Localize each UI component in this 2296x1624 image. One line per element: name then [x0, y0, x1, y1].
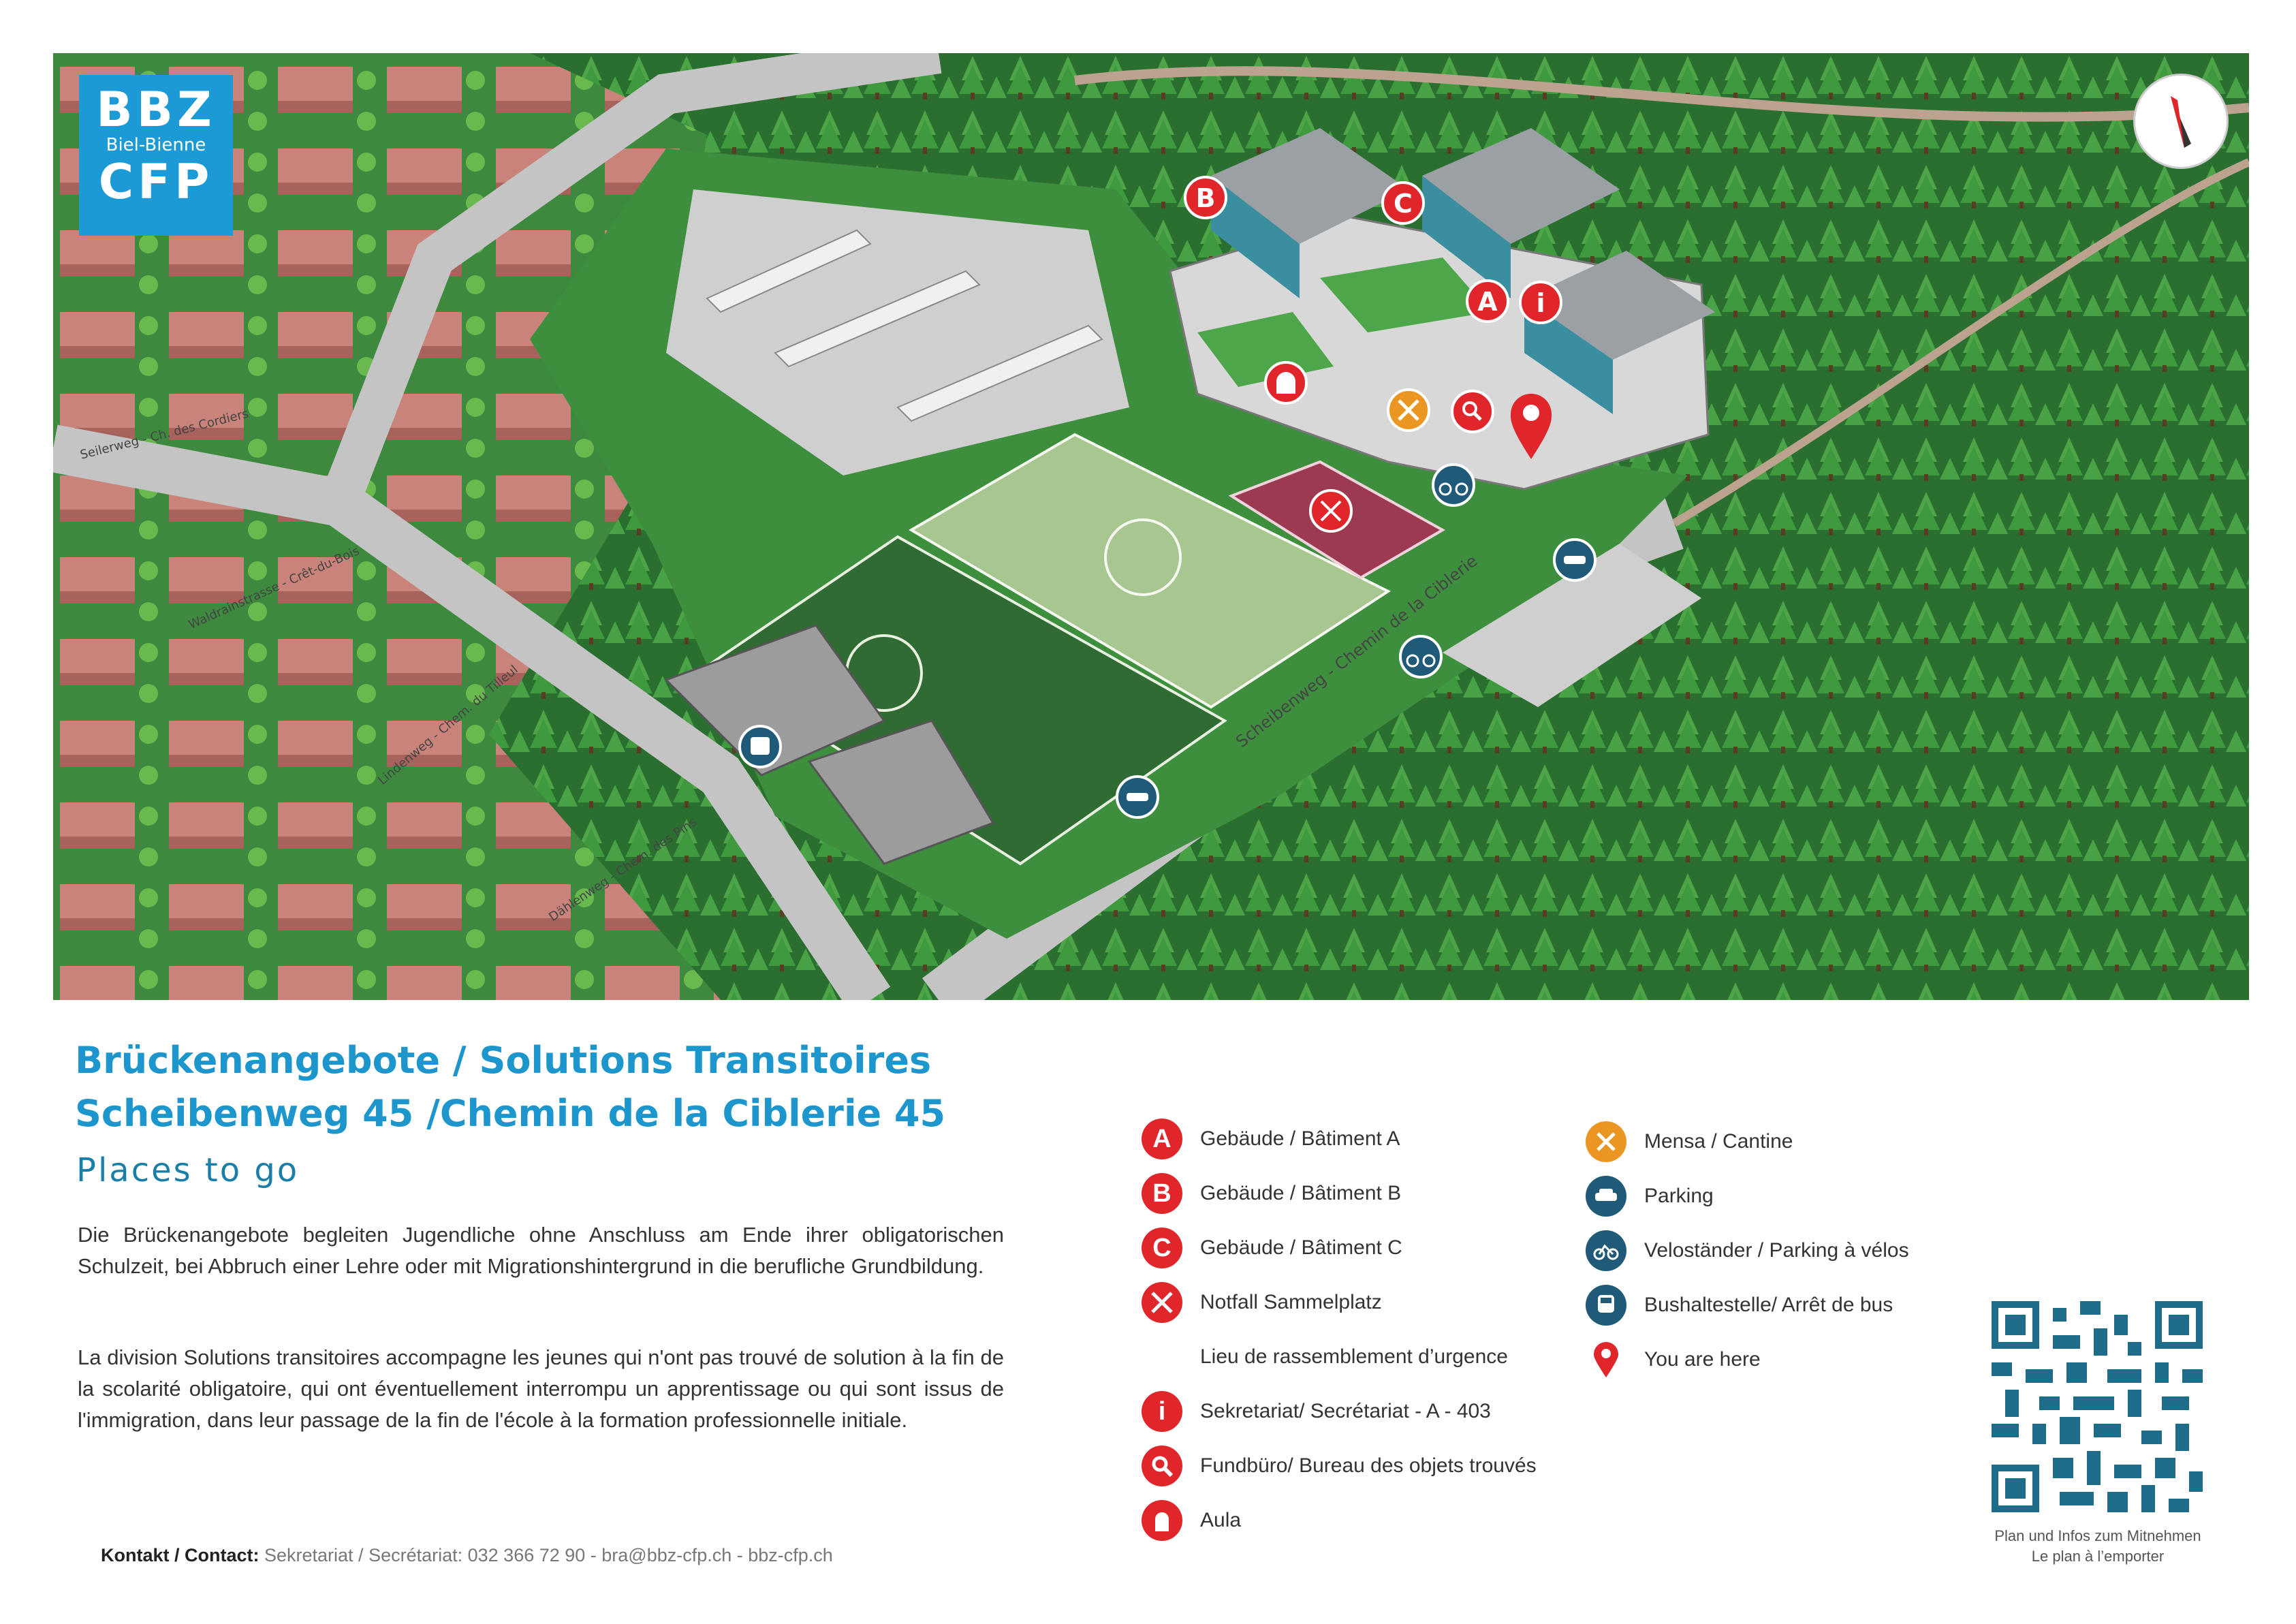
legend-item-assembly-point: Notfall Sammelplatz — [1142, 1281, 1382, 1324]
contact-label: Kontakt / Contact: — [101, 1545, 260, 1565]
legend-label: Lieu de rassemblement d’urgence — [1200, 1345, 1508, 1368]
aula-icon — [1142, 1500, 1182, 1541]
page-title: Brückenangebote / Solutions Transitoires… — [75, 1034, 945, 1140]
description-german: Die Brückenangebote begleiten Jugendlich… — [78, 1223, 1004, 1278]
qr-caption-line-1: Plan und Infos zum Mitnehmen — [1994, 1527, 2201, 1544]
marker-cutlery-icon[interactable] — [1387, 388, 1430, 432]
legend-label: Veloständer / Parking à vélos — [1644, 1239, 1909, 1262]
title-line-2: Scheibenweg 45 /Chemin de la Ciblerie 45 — [75, 1092, 946, 1135]
contact-details: Sekretariat / Secrétariat: 032 366 72 90… — [259, 1545, 833, 1565]
logo-line-1: BBZ — [96, 82, 216, 138]
marker-bicycle-icon[interactable] — [1399, 635, 1443, 678]
location-pin-icon — [1586, 1339, 1626, 1380]
legend-item-bicycle-parking: Veloständer / Parking à vélos — [1586, 1229, 1909, 1272]
legend-label: Sekretariat/ Secrétariat - A - 403 — [1200, 1400, 1491, 1422]
search-icon — [1142, 1446, 1182, 1486]
legend-item-aula: Aula — [1142, 1499, 1241, 1542]
building-b-icon: B — [1142, 1173, 1182, 1214]
marker-info-label: i — [1536, 288, 1545, 318]
marker-car-icon[interactable] — [1116, 775, 1159, 819]
marker-search-icon[interactable] — [1451, 390, 1494, 433]
bicycle-icon — [1586, 1230, 1626, 1271]
campus-map: B C A i — [53, 53, 2249, 1000]
marker-building-b[interactable]: B — [1184, 176, 1227, 219]
legend-item-parking: Parking — [1586, 1174, 1714, 1218]
marker-building-a[interactable]: A — [1466, 279, 1509, 323]
legend-label: Gebäude / Bâtiment C — [1200, 1236, 1402, 1259]
marker-building-a-label: A — [1477, 287, 1498, 317]
bbz-cfp-logo: BBZ Biel-Bienne CFP — [79, 75, 233, 236]
qr-caption-line-2: Le plan à l’emporter — [2031, 1548, 2165, 1565]
description-french: La division Solutions transitoires accom… — [78, 1345, 1004, 1432]
marker-building-c[interactable]: C — [1381, 181, 1425, 225]
legend-item-secretariat: i Sekretariat/ Secrétariat - A - 403 — [1142, 1390, 1491, 1433]
legend-label: Bushaltestelle/ Arrêt de bus — [1644, 1294, 1893, 1316]
qr-caption: Plan und Infos zum Mitnehmen Le plan à l… — [1962, 1526, 2234, 1567]
legend-item-you-are-here: You are here — [1586, 1338, 1761, 1381]
legend-label: Parking — [1644, 1185, 1714, 1207]
map-artwork: B C A i — [53, 53, 2249, 1000]
legend-item-canteen: Mensa / Cantine — [1586, 1120, 1793, 1164]
marker-car-icon[interactable] — [1553, 538, 1597, 582]
legend-label: Mensa / Cantine — [1644, 1130, 1793, 1153]
marker-bus-icon[interactable] — [738, 725, 782, 768]
legend-item-building-a: A Gebäude / Bâtiment A — [1142, 1117, 1400, 1161]
marker-building-b-label: B — [1196, 183, 1216, 213]
legend-item-assembly-point-fr: Lieu de rassemblement d’urgence — [1142, 1335, 1508, 1379]
compass-icon — [2133, 74, 2229, 169]
marker-info[interactable]: i — [1519, 281, 1562, 324]
legend-label: Aula — [1200, 1509, 1242, 1531]
legend-item-bus-stop: Bushaltestelle/ Arrêt de bus — [1586, 1283, 1893, 1327]
marker-you-are-here-pin-icon[interactable] — [1511, 394, 1552, 459]
page-subtitle: Places to go — [76, 1151, 300, 1189]
legend-label: You are here — [1644, 1348, 1761, 1371]
legend-item-building-b: B Gebäude / Bâtiment B — [1142, 1172, 1401, 1215]
info-icon: i — [1142, 1391, 1182, 1432]
legend-item-lost-found: Fundbüro/ Bureau des objets trouvés — [1142, 1444, 1537, 1488]
legend-label: Gebäude / Bâtiment A — [1200, 1127, 1400, 1150]
building-a-icon: A — [1142, 1119, 1182, 1159]
building-c-icon: C — [1142, 1228, 1182, 1268]
cutlery-icon — [1586, 1121, 1626, 1162]
marker-building-c-label: C — [1394, 189, 1413, 219]
logo-line-2: Biel-Bienne — [106, 135, 206, 155]
legend-label: Gebäude / Bâtiment B — [1200, 1182, 1402, 1204]
assembly-point-icon — [1142, 1282, 1182, 1323]
legend-label: Fundbüro/ Bureau des objets trouvés — [1200, 1454, 1537, 1477]
title-line-1: Brückenangebote / Solutions Transitoires — [75, 1039, 932, 1082]
bus-icon — [1586, 1285, 1626, 1326]
legend-item-building-c: C Gebäude / Bâtiment C — [1142, 1226, 1402, 1270]
car-icon — [1586, 1176, 1626, 1217]
marker-aula-icon[interactable] — [1264, 361, 1308, 405]
logo-line-3: CFP — [98, 154, 214, 210]
legend-label: Notfall Sammelplatz — [1200, 1291, 1382, 1313]
qr-code[interactable] — [1992, 1301, 2203, 1512]
marker-bicycle-icon[interactable] — [1432, 463, 1475, 507]
marker-assembly-point-icon[interactable] — [1309, 489, 1353, 533]
contact-line: Kontakt / Contact: Sekretariat / Secréta… — [101, 1545, 833, 1566]
